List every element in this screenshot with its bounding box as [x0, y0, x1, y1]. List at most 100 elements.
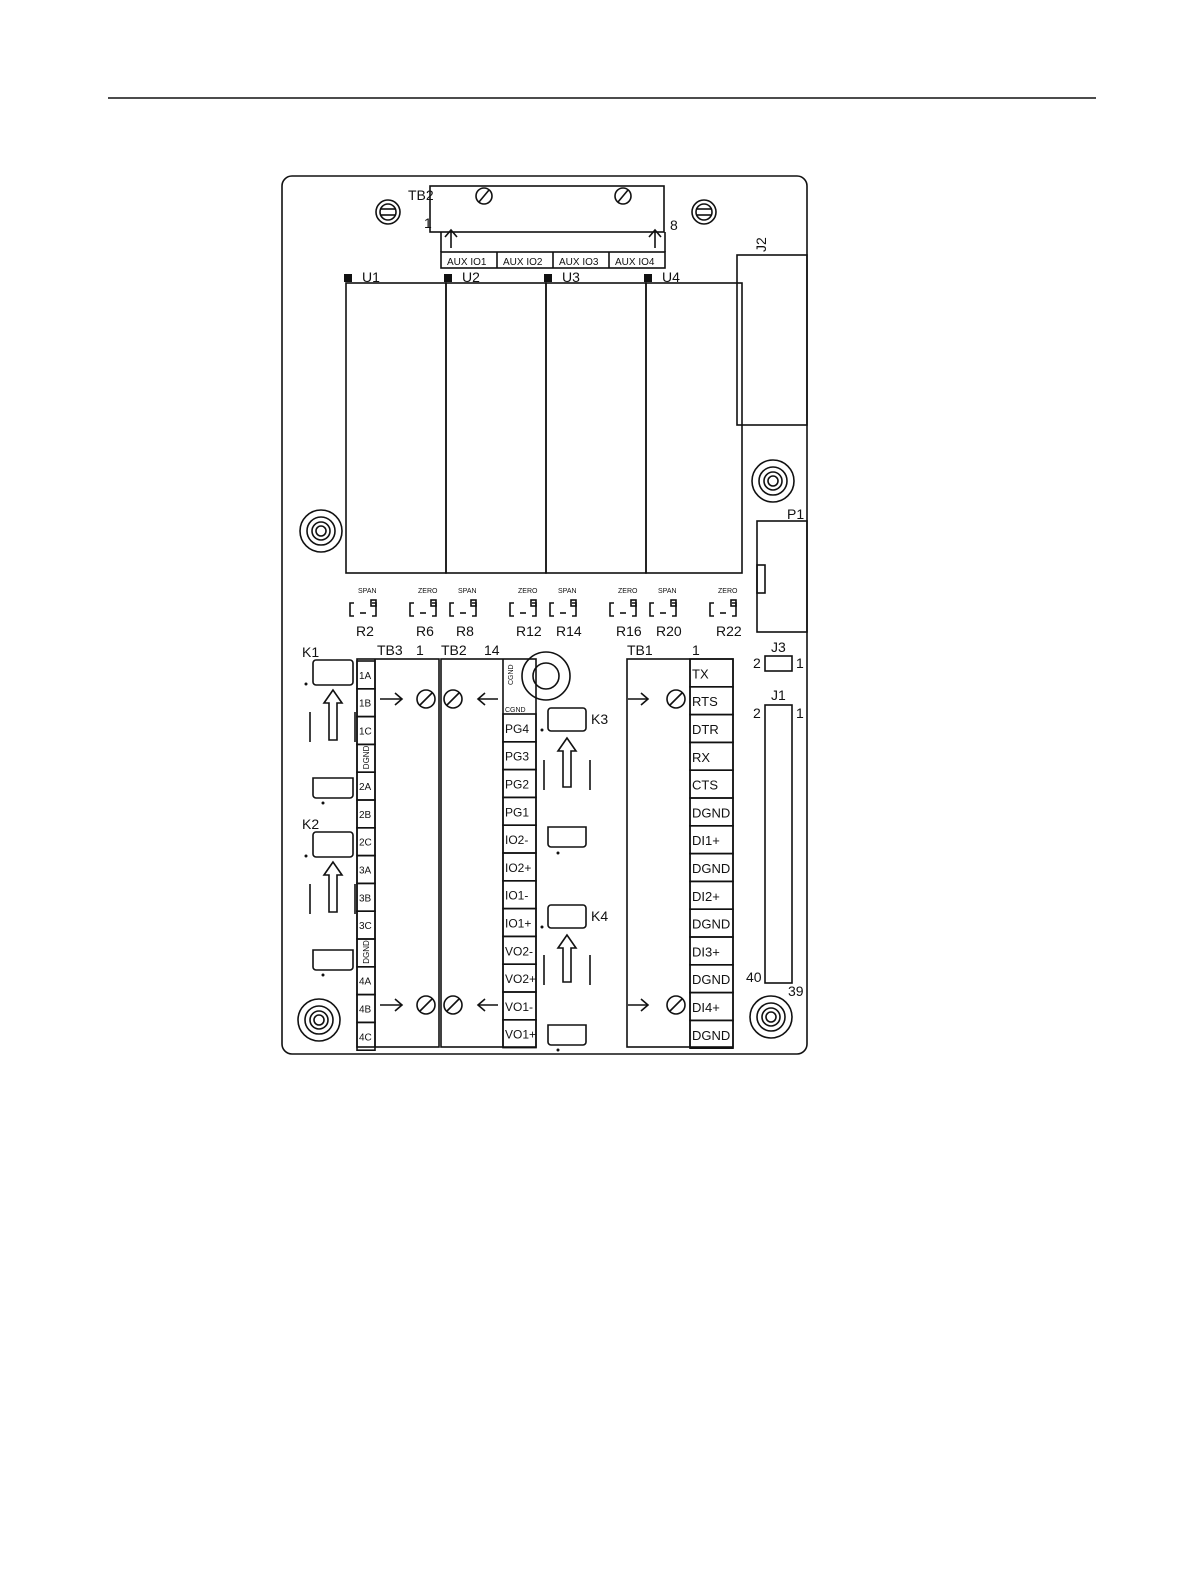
- aux-io-label: AUX IO2: [503, 257, 543, 268]
- j1-pin2: 2: [753, 705, 761, 721]
- pot-type-label: SPAN: [358, 588, 377, 595]
- j1-pin40: 40: [746, 969, 762, 985]
- j2-label: J2: [753, 237, 769, 252]
- pot-type-label: ZERO: [418, 588, 438, 595]
- tb2-top-pin8: 8: [670, 217, 678, 233]
- pot-name-label: R20: [656, 623, 682, 639]
- aux-io-label: AUX IO4: [615, 257, 655, 268]
- pin-label: DI1+: [692, 833, 720, 848]
- pin-label: VO2-: [505, 944, 533, 958]
- pin-label: PG1: [505, 805, 529, 819]
- jumper-k3: [540, 707, 591, 855]
- aux-io-label: AUX IO1: [447, 257, 487, 268]
- j3-label: J3: [771, 639, 786, 655]
- chip-label-u2: U2: [462, 269, 480, 285]
- pot-type-label: ZERO: [618, 588, 638, 595]
- pin-label: DGND: [692, 861, 730, 876]
- pot-type-label: SPAN: [458, 588, 477, 595]
- terminal-arrows: [380, 692, 650, 1012]
- tb2-top-terminal: [429, 185, 666, 269]
- j1-pin39: 39: [788, 983, 804, 999]
- j3-pin1: 1: [796, 655, 804, 671]
- jumper-k2: [304, 831, 356, 977]
- j1-pin1: 1: [796, 705, 804, 721]
- right-standoff: [751, 459, 795, 503]
- pot-type-label: SPAN: [658, 588, 677, 595]
- pot-name-label: R14: [556, 623, 582, 639]
- pin-label: 3C: [359, 921, 372, 932]
- pin-label: DI2+: [692, 889, 720, 904]
- pin-label: 1C: [359, 727, 372, 738]
- potentiometer[interactable]: SPAN R20: [649, 588, 682, 639]
- pot-name-label: R22: [716, 623, 742, 639]
- pot-type-label: ZERO: [718, 588, 738, 595]
- pin-label: DTR: [692, 722, 719, 737]
- pin-label: RX: [692, 750, 710, 765]
- p1-connector: [756, 520, 808, 633]
- k3-label: K3: [591, 711, 608, 727]
- pin-label: 4C: [359, 1032, 372, 1043]
- terminal-screws: [416, 689, 686, 1015]
- potentiometer[interactable]: SPAN R14: [549, 588, 582, 639]
- pot-name-label: R2: [356, 623, 374, 639]
- center-standoff: [521, 651, 571, 701]
- pot-type-label: ZERO: [518, 588, 538, 595]
- p1-label: P1: [787, 506, 804, 522]
- pin-label: 2B: [359, 810, 372, 821]
- pin-label: DI3+: [692, 944, 720, 959]
- tb2-top-pin1: 1: [424, 215, 432, 231]
- pin-cell: [502, 1018, 537, 1049]
- j2-connector: [736, 254, 808, 426]
- pin-label: DGND: [692, 917, 730, 932]
- chip-label-u4: U4: [662, 269, 680, 285]
- aux-io-label: AUX IO3: [559, 257, 599, 268]
- pin-label: 3B: [359, 893, 372, 904]
- pin-cell: [356, 1021, 376, 1052]
- top-left-screw: [375, 199, 401, 225]
- aux-io-labels: AUX IO1 AUX IO2 AUX IO3 AUX IO4: [447, 257, 655, 268]
- potentiometer[interactable]: SPAN R2: [349, 588, 377, 639]
- tb1-pin-cells: TXRTSDTRRXCTSDGNDDI1+DGNDDI2+DGNDDI3+DGN…: [689, 658, 734, 1050]
- tb2-top-label: TB2: [408, 187, 434, 203]
- pin-label: 2C: [359, 838, 372, 849]
- pin-label: DGND: [362, 940, 371, 964]
- pin-label: 4B: [359, 1005, 372, 1016]
- left-standoff: [299, 509, 343, 553]
- pin-label: IO2+: [505, 861, 531, 875]
- tb3-pin1: 1: [416, 642, 424, 658]
- j3-pin2: 2: [753, 655, 761, 671]
- terminal-block-bodies: [356, 658, 734, 1048]
- pin-label: 3A: [359, 866, 372, 877]
- bottom-right-standoff: [749, 995, 793, 1039]
- potentiometer[interactable]: ZERO R16: [609, 588, 642, 639]
- potentiometer[interactable]: ZERO R12: [509, 588, 542, 639]
- pin-label: IO2-: [505, 833, 528, 847]
- potentiometer[interactable]: ZERO R22: [709, 588, 742, 639]
- cgnd-top-label: CGND: [508, 664, 515, 685]
- jumper-k4: [540, 904, 591, 1052]
- pin-cell: [689, 1019, 734, 1050]
- pin-label: DGND: [362, 745, 371, 769]
- pin-label: DGND: [692, 972, 730, 987]
- pot-name-label: R16: [616, 623, 642, 639]
- pot-type-label: SPAN: [558, 588, 577, 595]
- pin-label: CTS: [692, 778, 718, 793]
- cgnd-label: CGND: [505, 707, 526, 714]
- chip-modules: [344, 274, 743, 574]
- top-right-screw: [691, 199, 717, 225]
- j1-label: J1: [771, 687, 786, 703]
- pin-label: RTS: [692, 694, 718, 709]
- tb1-label: TB1: [627, 642, 653, 658]
- tb1-pin1: 1: [692, 642, 700, 658]
- pot-name-label: R12: [516, 623, 542, 639]
- pin-label: IO1-: [505, 889, 528, 903]
- j3-connector: [764, 655, 793, 672]
- pin-label: PG4: [505, 722, 529, 736]
- tb2-pin14: 14: [484, 642, 500, 658]
- pin-label: VO2+: [505, 972, 536, 986]
